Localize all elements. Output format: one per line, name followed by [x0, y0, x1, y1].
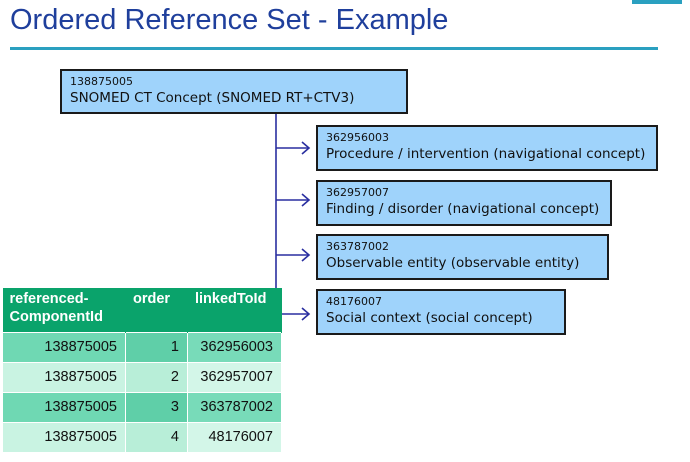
table-cell: 3 [125, 391, 188, 423]
child-concept-id: 362957007 [326, 186, 389, 199]
child-concept-box-4: 48176007 Social context (social concept) [316, 289, 566, 335]
table-row: 138875005 1 362956003 [2, 331, 282, 363]
table-header-row: referenced- ComponentId order linkedToId [2, 288, 282, 332]
child-concept-label: Social context (social concept) [326, 310, 533, 326]
child-concept-box-3: 363787002 Observable entity (observable … [316, 234, 609, 280]
column-header-order: order [125, 288, 188, 332]
child-concept-label: Finding / disorder (navigational concept… [326, 201, 600, 217]
table-cell: 362957007 [187, 361, 282, 393]
root-concept-label: SNOMED CT Concept (SNOMED RT+CTV3) [70, 90, 355, 106]
child-concept-box-1: 362956003 Procedure / intervention (navi… [316, 125, 658, 171]
table-cell: 362956003 [187, 331, 282, 363]
table-cell: 138875005 [2, 361, 126, 393]
title-divider [10, 47, 658, 50]
child-concept-label: Observable entity (observable entity) [326, 255, 580, 271]
table-cell: 2 [125, 361, 188, 393]
column-header-referenced-component-id: referenced- ComponentId [2, 288, 126, 332]
arrowhead-4 [301, 307, 311, 321]
table-cell: 363787002 [187, 391, 282, 423]
table-row: 138875005 4 48176007 [2, 421, 282, 453]
corner-accent [632, 0, 682, 4]
table-cell: 138875005 [2, 421, 126, 453]
arrowhead-2 [301, 193, 311, 207]
table-row: 138875005 2 362957007 [2, 361, 282, 393]
table-cell: 138875005 [2, 331, 126, 363]
reference-set-table: referenced- ComponentId order linkedToId… [2, 288, 282, 453]
child-concept-box-2: 362957007 Finding / disorder (navigation… [316, 180, 612, 226]
table-cell: 1 [125, 331, 188, 363]
child-concept-id: 48176007 [326, 295, 382, 308]
page-title: Ordered Reference Set - Example [10, 4, 449, 36]
table-cell: 48176007 [187, 421, 282, 453]
child-concept-id: 363787002 [326, 240, 389, 253]
table-row: 138875005 3 363787002 [2, 391, 282, 423]
table-cell: 4 [125, 421, 188, 453]
arrowhead-3 [301, 248, 311, 262]
root-concept-id: 138875005 [70, 75, 133, 88]
root-concept-box: 138875005 SNOMED CT Concept (SNOMED RT+C… [60, 69, 408, 114]
child-concept-id: 362956003 [326, 131, 389, 144]
arrowhead-1 [301, 141, 311, 155]
column-header-linked-to-id: linkedToId [187, 288, 282, 332]
child-concept-label: Procedure / intervention (navigational c… [326, 146, 646, 162]
table-cell: 138875005 [2, 391, 126, 423]
